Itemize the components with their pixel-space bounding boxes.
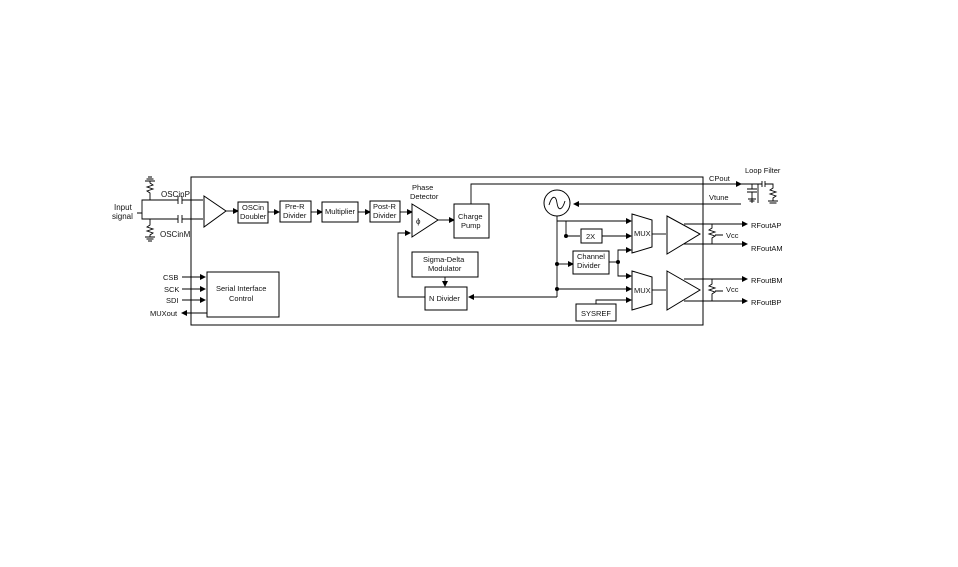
phase-detector-label: Phase bbox=[412, 183, 433, 192]
output-buffer-a bbox=[666, 215, 702, 255]
serial-interface-label-2: Control bbox=[229, 294, 254, 303]
n-divider-block bbox=[424, 286, 468, 311]
channel-divider-label-2: Divider bbox=[577, 261, 601, 270]
multiplier-label: Multiplier bbox=[325, 207, 356, 216]
input-signal-label: Input bbox=[114, 203, 133, 212]
oscinm-label: OSCinM bbox=[160, 230, 191, 239]
term-resistor-top bbox=[145, 176, 155, 200]
vcc-resistor-b bbox=[707, 279, 723, 301]
oscin-doubler-label-2: Doubler bbox=[240, 212, 267, 221]
sdi-label: SDI bbox=[166, 296, 179, 305]
input-cap-p bbox=[177, 196, 203, 204]
input-cap-m bbox=[177, 215, 203, 223]
sysref-label: SYSREF bbox=[581, 309, 611, 318]
doubler-2x-label: 2X bbox=[586, 232, 595, 241]
mux-a-label: MUX bbox=[634, 229, 651, 238]
csb-label: CSB bbox=[163, 273, 178, 282]
loop-filter-label: Loop Filter bbox=[745, 166, 781, 175]
input-buffer bbox=[203, 195, 227, 228]
vcc-a-label: Vcc bbox=[726, 231, 739, 240]
mux-b-label: MUX bbox=[634, 286, 651, 295]
mux-b bbox=[631, 270, 653, 311]
post-r-label-2: Divider bbox=[373, 211, 397, 220]
phase-detector-label-2: Detector bbox=[410, 192, 439, 201]
rfout-am-label: RFoutAM bbox=[751, 244, 783, 253]
rfout-ap-label: RFoutAP bbox=[751, 221, 781, 230]
output-buffer-b bbox=[666, 270, 701, 311]
pre-r-label-2: Divider bbox=[283, 211, 307, 220]
charge-pump-label-2: Pump bbox=[461, 221, 481, 230]
input-signal-label-2: signal bbox=[112, 212, 133, 221]
loop-filter bbox=[741, 181, 778, 204]
term-resistor-bottom bbox=[145, 219, 155, 242]
post-r-label: Post-R bbox=[373, 202, 397, 211]
sck-label: SCK bbox=[164, 285, 179, 294]
channel-divider-label: Channel bbox=[577, 252, 605, 261]
phase-detector bbox=[411, 203, 439, 238]
cpout-label: CPout bbox=[709, 174, 731, 183]
charge-pump-block bbox=[453, 203, 490, 239]
rfout-bm-label: RFoutBM bbox=[751, 276, 783, 285]
oscin-doubler-block bbox=[237, 201, 269, 224]
muxout-label: MUXout bbox=[150, 309, 178, 318]
pre-r-divider-block bbox=[279, 200, 312, 223]
charge-pump-label: Charge bbox=[458, 212, 483, 221]
serial-interface-label: Serial Interface bbox=[216, 284, 266, 293]
n-divider-label: N Divider bbox=[429, 294, 460, 303]
sigma-delta-label: Sigma-Delta bbox=[423, 255, 465, 264]
vcc-resistor-a bbox=[707, 224, 723, 244]
phase-symbol: ϕ bbox=[416, 217, 421, 226]
post-r-divider-block bbox=[369, 200, 401, 223]
oscin-doubler-label: OSCin bbox=[242, 203, 264, 212]
sigma-delta-label-2: Modulator bbox=[428, 264, 462, 273]
channel-divider-block bbox=[572, 250, 610, 275]
mux-a bbox=[631, 213, 653, 254]
oscinp-label: OSCinP bbox=[161, 190, 190, 199]
rfout-bp-label: RFoutBP bbox=[751, 298, 781, 307]
vcc-b-label: Vcc bbox=[726, 285, 739, 294]
pre-r-label: Pre-R bbox=[285, 202, 305, 211]
serial-interface-block bbox=[206, 271, 280, 318]
vtune-label: Vtune bbox=[709, 193, 729, 202]
